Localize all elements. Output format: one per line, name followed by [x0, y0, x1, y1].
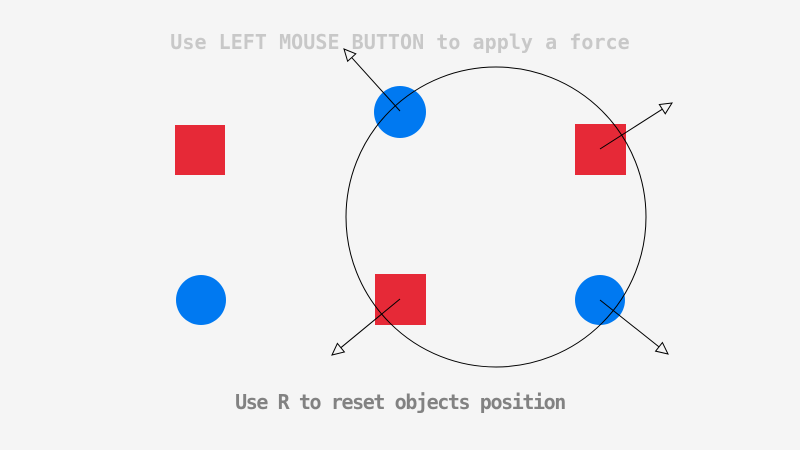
instruction-apply-force: Use LEFT MOUSE BUTTON to apply a force — [170, 30, 630, 54]
force-arrow-bottom-left-head-icon — [331, 342, 346, 356]
red-box-right[interactable] — [575, 124, 626, 175]
instruction-reset: Use R to reset objects position — [235, 390, 566, 414]
red-box-center[interactable] — [375, 274, 426, 325]
blue-ball-left[interactable] — [176, 275, 226, 325]
force-arrow-top-left-head-icon — [343, 48, 357, 63]
force-arrow-top-right-head-icon — [658, 102, 673, 115]
force-arrow-bottom-right-head-icon — [654, 341, 669, 355]
force-arrow-top-left-shaft — [351, 57, 401, 112]
force-radius-circle — [345, 66, 647, 368]
red-box-left[interactable] — [175, 125, 225, 175]
force-arrow-bottom-right-shaft — [599, 299, 660, 348]
force-arrow-bottom-left-shaft — [340, 298, 401, 349]
force-arrow-top-right-shaft — [599, 108, 663, 150]
blue-ball-top[interactable] — [374, 86, 426, 138]
